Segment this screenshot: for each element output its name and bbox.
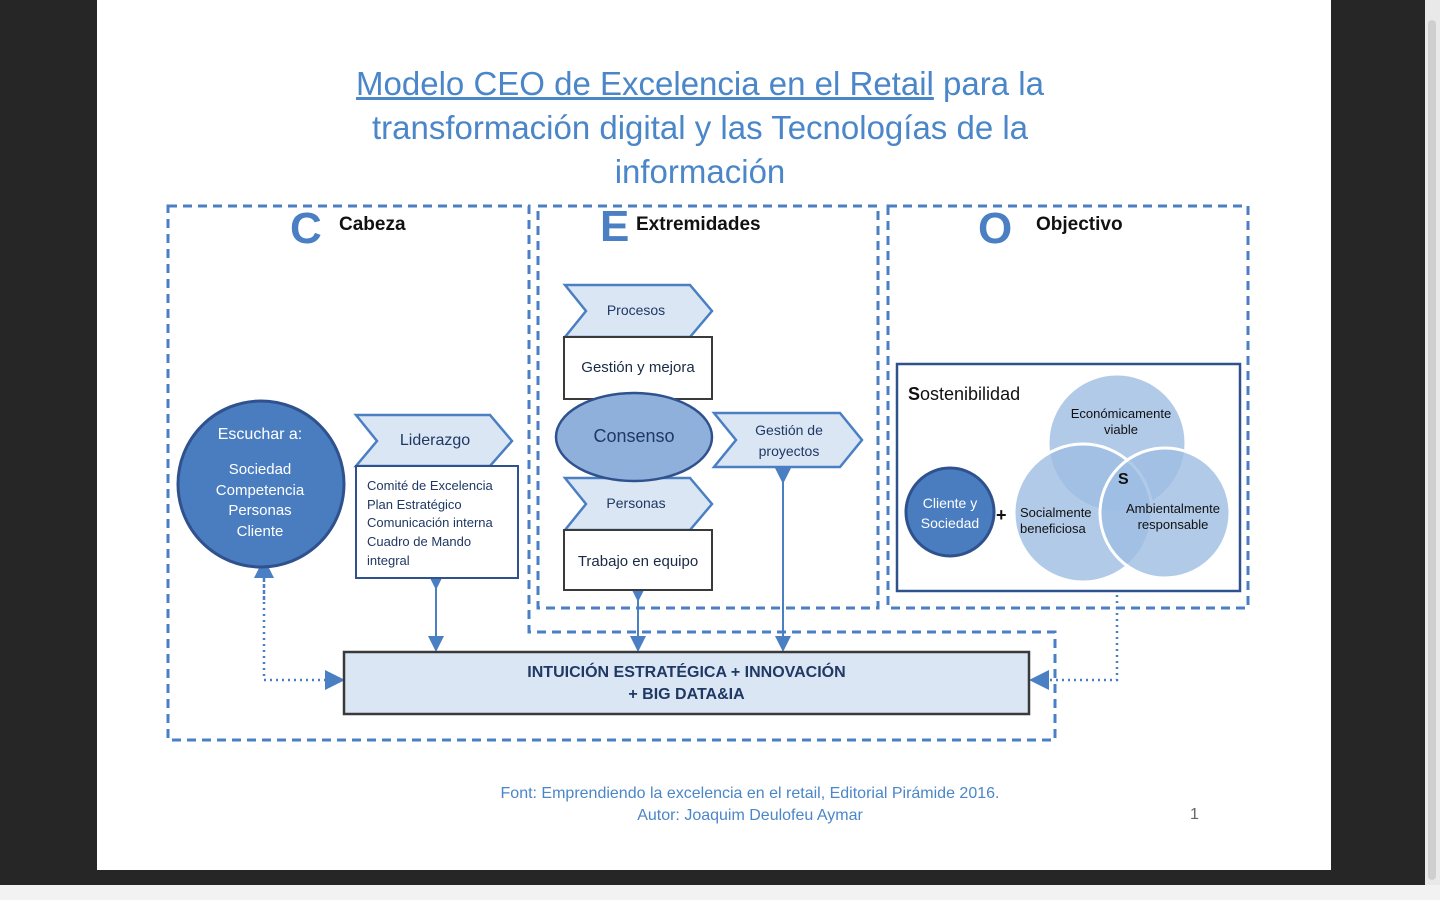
cliente-circle bbox=[904, 466, 996, 558]
footer-source: Font: Emprendiendo la excelencia en el r… bbox=[500, 785, 1000, 802]
bottom-strip bbox=[0, 885, 1440, 900]
personas-label: Personas bbox=[606, 495, 666, 511]
section-c-title: Cabeza bbox=[339, 214, 406, 235]
liderazgo-item: Cuadro de Mando bbox=[367, 534, 472, 549]
section-c-letter: C bbox=[290, 204, 322, 253]
procesos-label: Procesos bbox=[606, 302, 666, 318]
section-o-letter: O bbox=[978, 204, 1013, 253]
venn-ambiental bbox=[1098, 446, 1232, 580]
title-underlined: Modelo CEO de Excelencia en el Retail bbox=[356, 65, 934, 102]
escuchar-item: Personas bbox=[228, 502, 292, 519]
gestion-mejora-label: Gestión y mejora bbox=[581, 359, 695, 376]
escuchar-item: Competencia bbox=[215, 482, 305, 499]
title-rest: para la bbox=[933, 65, 1044, 102]
liderazgo-item: integral bbox=[367, 553, 410, 568]
proyectos-label-1: Gestión de bbox=[755, 422, 823, 438]
title-line-2: transformación digital y las Tecnologías… bbox=[371, 109, 1029, 146]
escuchar-circle bbox=[176, 399, 346, 569]
plus-sign: + bbox=[996, 505, 1007, 525]
ambiental-label-2: responsable bbox=[1137, 517, 1209, 532]
trabajo-box bbox=[563, 529, 713, 591]
sostenibilidad-rest: ostenibilidad bbox=[920, 384, 1021, 404]
social-label-2: beneficiosa bbox=[1020, 521, 1086, 536]
slide-title: Modelo CEO de Excelencia en el Retail pa… bbox=[300, 62, 1100, 194]
liderazgo-item: Comunicación interna bbox=[367, 515, 493, 530]
footer-author: Autor: Joaquim Deulofeu Aymar bbox=[637, 807, 863, 824]
intuicion-box bbox=[342, 650, 1031, 716]
consenso-label: Consenso bbox=[593, 426, 675, 446]
vertical-scrollbar[interactable] bbox=[1425, 0, 1440, 885]
page-number: 1 bbox=[1190, 806, 1199, 823]
escuchar-item: Sociedad bbox=[228, 461, 292, 478]
escuchar-title: Escuchar a: bbox=[217, 426, 303, 443]
gestion-mejora-box bbox=[563, 336, 713, 400]
consenso-ellipse bbox=[554, 391, 714, 483]
liderazgo-item: Plan Estratégico bbox=[367, 497, 462, 512]
proyectos-label-2: proyectos bbox=[758, 443, 820, 459]
liderazgo-label: Liderazgo bbox=[399, 432, 471, 449]
intuicion-line-1: INTUICIÓN ESTRATÉGICA + INNOVACIÓN bbox=[527, 664, 846, 681]
cliente-label-1: Cliente y bbox=[922, 495, 978, 511]
social-label-1: Socialmente bbox=[1020, 505, 1092, 520]
section-e-frame bbox=[536, 204, 880, 610]
sostenibilidad-title: Sostenibilidad bbox=[908, 384, 1020, 405]
intuicion-line-2: + BIG DATA&IA bbox=[628, 686, 745, 703]
section-o-frame bbox=[886, 204, 1250, 610]
cliente-label-2: Sociedad bbox=[920, 515, 980, 531]
ambiental-label-1: Ambientalmente bbox=[1126, 501, 1220, 516]
section-o-title: Objectivo bbox=[1036, 214, 1123, 235]
trabajo-label: Trabajo en equipo bbox=[577, 553, 699, 570]
title-line-3: información bbox=[614, 153, 786, 190]
section-e-letter: E bbox=[600, 202, 630, 251]
liderazgo-item: Comité de Excelencia bbox=[367, 478, 493, 493]
economica-label-1: Económicamente bbox=[1070, 406, 1172, 421]
sostenibilidad-initial: S bbox=[908, 384, 921, 404]
escuchar-item: Cliente bbox=[236, 523, 284, 540]
section-c-frame bbox=[166, 204, 1057, 742]
center-s: S bbox=[1118, 471, 1129, 488]
liderazgo-box bbox=[355, 465, 519, 579]
section-e-title: Extremidades bbox=[636, 214, 761, 235]
economica-label-2: viable bbox=[1104, 422, 1138, 437]
proyectos-arrow bbox=[711, 411, 864, 469]
scrollbar-thumb[interactable] bbox=[1428, 20, 1436, 880]
